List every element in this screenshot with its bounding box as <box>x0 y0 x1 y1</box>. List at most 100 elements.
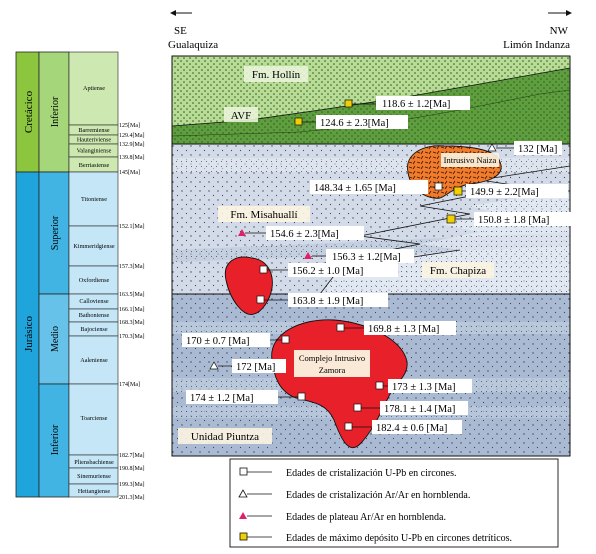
direction-se: SE <box>174 25 187 37</box>
stage-labels: Aptiense Barremiense Hauteriviense Valan… <box>73 85 114 495</box>
pink-triangle-marker <box>238 229 246 236</box>
stage-label: Hettangiense <box>78 488 111 495</box>
age-value: 182.4 ± 0.6 [Ma] <box>376 423 447 434</box>
stage-label: Valanginiense <box>77 148 112 155</box>
age-value: 132 [Ma] <box>518 144 557 155</box>
stage-label: Aptiense <box>83 85 105 92</box>
age-label: 190.8[Ma] <box>119 466 145 472</box>
stage-label: Berriasiense <box>79 162 110 169</box>
stage-toarciense <box>68 383 119 456</box>
stage-oxfordiense <box>68 265 119 295</box>
epoch-label: Inferior <box>50 424 61 455</box>
legend: Edades de cristalización U-Pb en circone… <box>229 458 559 548</box>
stage-label: Kimmeridgiense <box>73 243 114 250</box>
stage-label: Barremiense <box>78 127 110 134</box>
age-value-labels: 118.6 ± 1.2[Ma] 124.6 ± 2.3[Ma] 132 [Ma]… <box>182 96 572 434</box>
age-label: 145[Ma] <box>119 170 140 176</box>
stages <box>68 51 119 498</box>
age-value: 173 ± 1.3 [Ma] <box>392 382 456 393</box>
white-square-marker <box>344 422 353 431</box>
white-square-marker <box>336 323 345 332</box>
yellow-square-marker <box>294 117 303 126</box>
legend-item-arar-plateau: Edades de plateau Ar/Ar en hornblenda. <box>286 512 446 523</box>
epoch-label: Inferior <box>50 96 61 127</box>
age-label: 129.4[Ma] <box>119 133 145 139</box>
age-label: 168.3[Ma] <box>119 320 145 326</box>
epoch-jur-inferior <box>38 383 70 498</box>
age-value: 148.34 ± 1.65 [Ma] <box>314 183 396 194</box>
age-value: 149.9 ± 2.2[Ma] <box>470 187 539 198</box>
age-label: 152.1[Ma] <box>119 224 145 230</box>
timescale-column: Cretácico Jurásico Inferior Superior Med… <box>15 51 145 501</box>
yellow-square-marker <box>446 214 456 224</box>
stage-aptiense <box>68 51 119 126</box>
age-value: 124.6 ± 2.3[Ma] <box>320 118 389 129</box>
direction-nw: NW <box>550 25 569 37</box>
white-square-marker <box>353 403 362 412</box>
pink-triangle-marker <box>304 252 312 259</box>
age-value: 174 ± 1.2 [Ma] <box>190 393 254 404</box>
stage-label: Bajociense <box>80 326 107 333</box>
legend-item-arar-crystallization: Edades de cristalización Ar/Ar en hornbl… <box>286 490 470 501</box>
white-square-marker <box>434 182 443 191</box>
age-label: 166.1[Ma] <box>119 307 145 313</box>
age-label: 174[Ma] <box>119 382 140 388</box>
unit-misahualli: Fm. Misahuallí <box>230 209 297 221</box>
stage-label: Hauteriviense <box>77 137 112 144</box>
stage-label: Aaleniense <box>80 357 108 364</box>
stage-label: Oxfordiense <box>79 277 110 284</box>
location-limon-indanza: Limón Indanza <box>503 39 570 51</box>
stage-label: Toarciense <box>81 415 108 422</box>
white-triangle-marker <box>209 361 219 370</box>
age-value: 170 ± 0.7 [Ma] <box>186 336 250 347</box>
age-value: 156.2 ± 1.0 [Ma] <box>292 266 363 277</box>
unit-zamora-line1: Complejo Intrusivo <box>299 353 365 363</box>
age-label: 201.3[Ma] <box>119 495 145 501</box>
stage-titoniense <box>68 171 119 227</box>
stage-label: Calloviense <box>79 298 108 305</box>
stage-label: Pliensbachiense <box>74 459 114 466</box>
header: SE NW Gualaquiza Limón Indanza <box>168 10 572 51</box>
legend-box <box>229 458 559 548</box>
unit-hollin: Fm. Hollín <box>252 69 301 81</box>
age-label: 157.3[Ma] <box>119 264 145 270</box>
epoch-label: Medio <box>50 326 61 352</box>
white-square-marker <box>281 335 290 344</box>
legend-item-max-deposit: Edades de máximo depósito U-Pb en circon… <box>286 533 512 544</box>
period-cretaceous-label: Cretácico <box>23 90 35 133</box>
age-value: 172 [Ma] <box>236 362 275 373</box>
age-label: 139.8[Ma] <box>119 155 145 161</box>
stage-label: Bathoniense <box>79 312 110 319</box>
white-square-marker <box>256 295 265 304</box>
white-square-marker <box>297 392 306 401</box>
age-value: 118.6 ± 1.2[Ma] <box>382 99 450 110</box>
white-square-marker <box>259 265 268 274</box>
age-label: 132.9[Ma] <box>119 142 145 148</box>
age-label: 199.3[Ma] <box>119 482 145 488</box>
age-value: 169.8 ± 1.3 [Ma] <box>368 324 439 335</box>
white-square-marker <box>375 381 384 390</box>
unit-chapiza: Fm. Chapiza <box>430 265 486 277</box>
yellow-square-marker <box>344 99 353 108</box>
unit-piuntza: Unidad Piuntza <box>191 431 259 443</box>
stage-label: Sinemuriense <box>77 473 111 480</box>
white-triangle-marker <box>487 143 497 152</box>
yellow-square-marker <box>453 186 463 196</box>
legend-item-upb-zircon: Edades de cristalización U-Pb en circone… <box>286 468 457 479</box>
stage-aaleniense <box>68 335 119 385</box>
stage-label: Titoniense <box>81 196 107 203</box>
age-labels: 125[Ma] 129.4[Ma] 132.9[Ma] 139.8[Ma] 14… <box>119 123 145 501</box>
age-value: 156.3 ± 1.2[Ma] <box>332 252 401 263</box>
unit-labels: Fm. Hollín AVF Fm. Misahuallí Fm. Chapiz… <box>178 66 499 444</box>
age-label: 125[Ma] <box>119 123 140 129</box>
location-gualaquiza: Gualaquiza <box>168 39 218 51</box>
unit-naiza: Intrusivo Naiza <box>444 155 497 165</box>
age-label: 182.7[Ma] <box>119 453 145 459</box>
age-value: 154.6 ± 2.3[Ma] <box>270 229 339 240</box>
period-jurassic-label: Jurásico <box>23 315 35 352</box>
epoch-label: Superior <box>50 215 61 250</box>
age-label: 163.5[Ma] <box>119 292 145 298</box>
age-markers <box>209 99 516 431</box>
age-value: 150.8 ± 1.8 [Ma] <box>478 215 549 226</box>
